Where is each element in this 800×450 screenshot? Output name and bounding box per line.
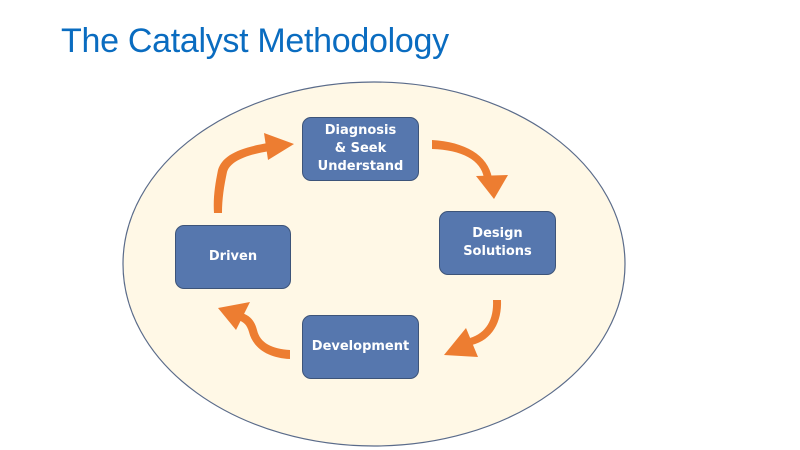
background-ellipse [122,81,626,447]
step-design-solutions-label: Design Solutions [463,226,532,259]
arrow-development-to-driven [218,302,290,359]
step-driven: Driven [175,225,291,289]
step-diagnosis: Diagnosis & Seek Understand [302,117,419,181]
arrow-diagnosis-to-design [432,140,508,199]
page-title: The Catalyst Methodology [61,22,449,60]
step-diagnosis-label: Diagnosis & Seek Understand [317,123,404,174]
step-driven-label: Driven [208,249,258,264]
step-development-label: Development [311,339,410,354]
step-design-solutions: Design Solutions [439,211,556,275]
arrow-design-to-development [444,300,502,357]
step-development: Development [302,315,419,379]
arrow-driven-to-diagnosis [213,133,294,213]
